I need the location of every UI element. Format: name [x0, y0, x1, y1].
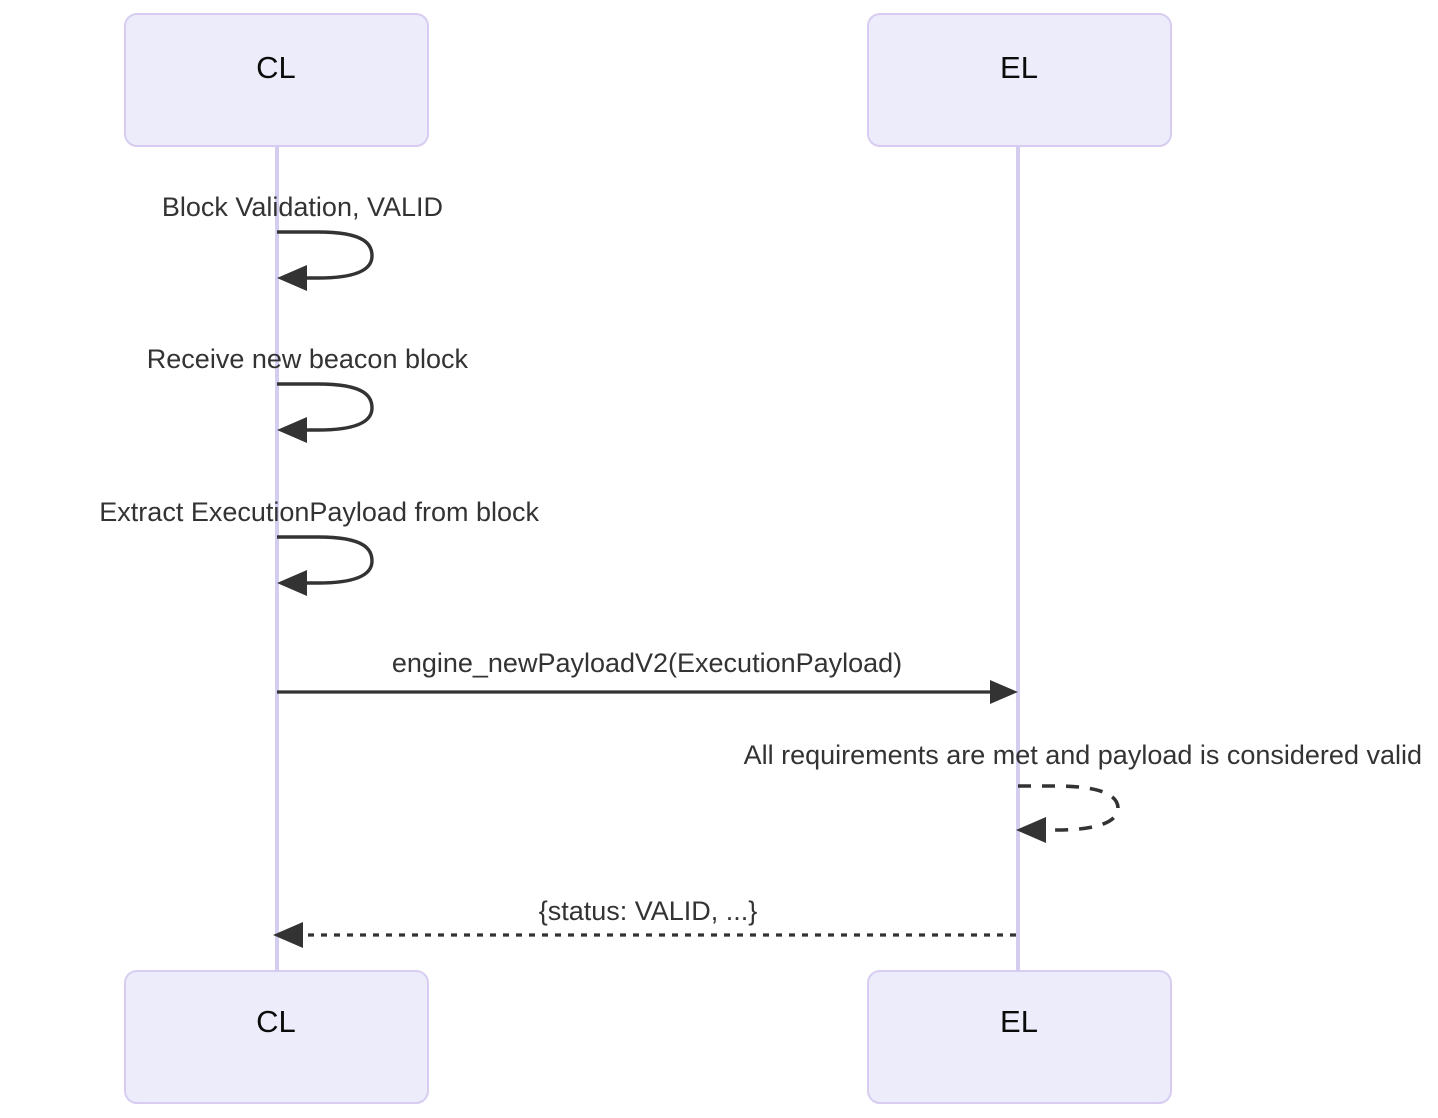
actor-box-cl-bottom[interactable]	[124, 970, 429, 1104]
message-label-receive-beacon-block: Receive new beacon block	[147, 344, 469, 374]
actor-label-cl-top: CL	[256, 50, 296, 85]
arrowhead-requirements-met	[1016, 817, 1046, 843]
message-label-block-validation: Block Validation, VALID	[162, 192, 443, 222]
message-receive-beacon-block[interactable]: Receive new beacon block	[147, 344, 469, 443]
message-block-validation[interactable]: Block Validation, VALID	[162, 192, 443, 291]
message-status-valid[interactable]: {status: VALID, ...}	[273, 896, 1018, 948]
message-label-status-valid: {status: VALID, ...}	[539, 896, 758, 926]
self-loop-path-extract-execution-payload	[277, 535, 374, 585]
self-loop-path-block-validation	[277, 230, 374, 280]
actor-cl-bottom[interactable]: CL	[124, 970, 429, 1104]
message-requirements-met[interactable]: All requirements are met and payload is …	[744, 740, 1422, 843]
arrowhead-receive-beacon-block	[277, 417, 307, 443]
actor-cl-top[interactable]: CL	[124, 13, 429, 147]
actor-el-bottom[interactable]: EL	[867, 970, 1172, 1104]
arrowhead-extract-execution-payload	[277, 570, 307, 596]
actor-el-top[interactable]: EL	[867, 13, 1172, 147]
actor-box-el-top[interactable]	[867, 13, 1172, 147]
self-loop-path-requirements-met	[1018, 784, 1120, 832]
message-label-requirements-met: All requirements are met and payload is …	[744, 740, 1422, 770]
self-loop-path-receive-beacon-block	[277, 382, 374, 432]
arrowhead-engine-new-payload	[990, 680, 1018, 704]
actor-box-el-bottom[interactable]	[867, 970, 1172, 1104]
message-engine-new-payload[interactable]: engine_newPayloadV2(ExecutionPayload)	[277, 648, 1018, 704]
actor-label-el-bottom: EL	[1000, 1004, 1038, 1039]
arrowhead-block-validation	[277, 265, 307, 291]
message-extract-execution-payload[interactable]: Extract ExecutionPayload from block	[99, 497, 539, 596]
actor-label-cl-bottom: CL	[256, 1004, 296, 1039]
actor-label-el-top: EL	[1000, 50, 1038, 85]
actor-box-cl-top[interactable]	[124, 13, 429, 147]
message-label-engine-new-payload: engine_newPayloadV2(ExecutionPayload)	[392, 648, 902, 678]
message-label-extract-execution-payload: Extract ExecutionPayload from block	[99, 497, 539, 527]
arrowhead-status-valid	[273, 922, 303, 948]
